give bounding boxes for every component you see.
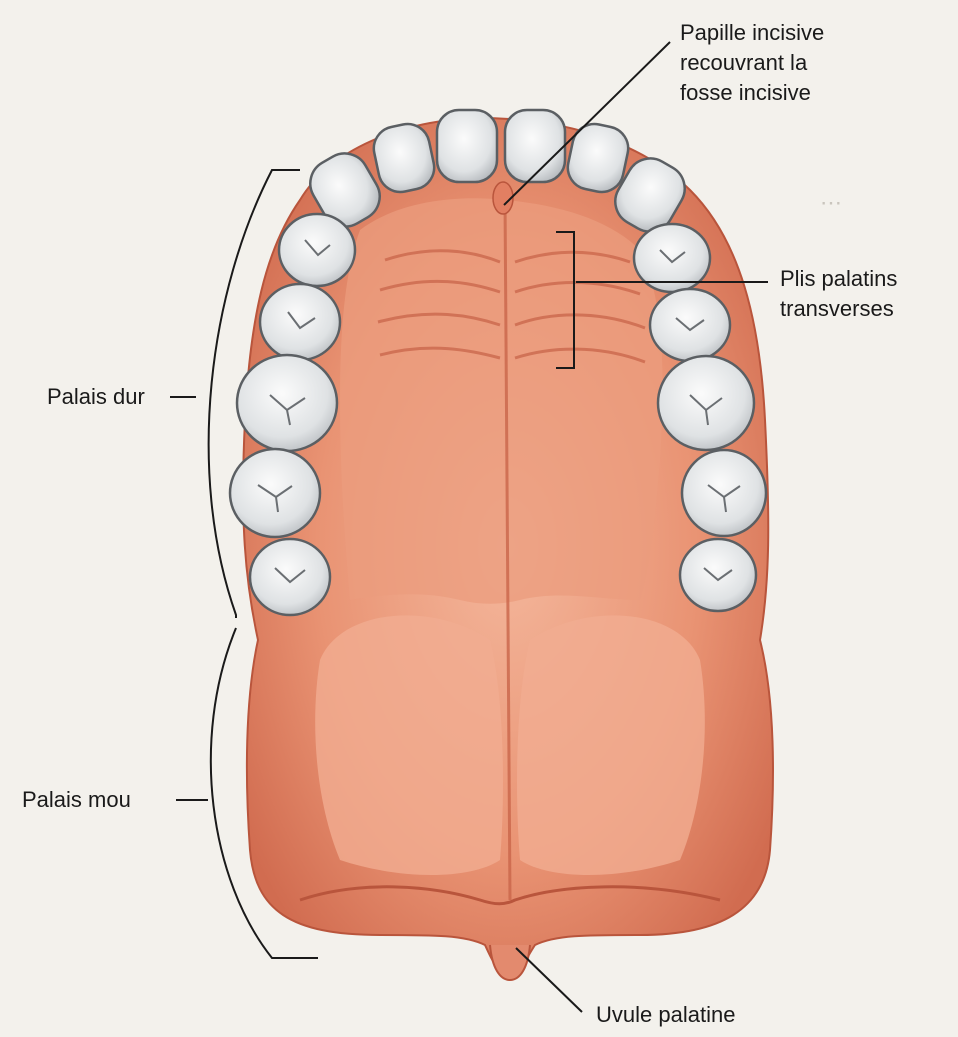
soft-palate-right-lobe — [517, 615, 705, 875]
incisive-papilla-label-line-3: fosse incisive — [680, 78, 824, 108]
incisive-papilla-label-line-2: recouvrant la — [680, 48, 824, 78]
palatine-folds-label: Plis palatins transverses — [780, 264, 897, 324]
soft-palate-label: Palais mou — [22, 785, 131, 815]
palatine-folds-label-line-2: transverses — [780, 294, 897, 324]
hard-palate-label: Palais dur — [47, 382, 145, 412]
palatine-folds-label-line-1: Plis palatins — [780, 264, 897, 294]
incisive-papilla-label: Papille incisive recouvrant la fosse inc… — [680, 18, 824, 108]
uvula-label: Uvule palatine — [596, 1000, 735, 1030]
soft-palate-left-lobe — [315, 615, 503, 875]
incisive-papilla-label-line-1: Papille incisive — [680, 18, 824, 48]
uvula — [490, 945, 530, 980]
